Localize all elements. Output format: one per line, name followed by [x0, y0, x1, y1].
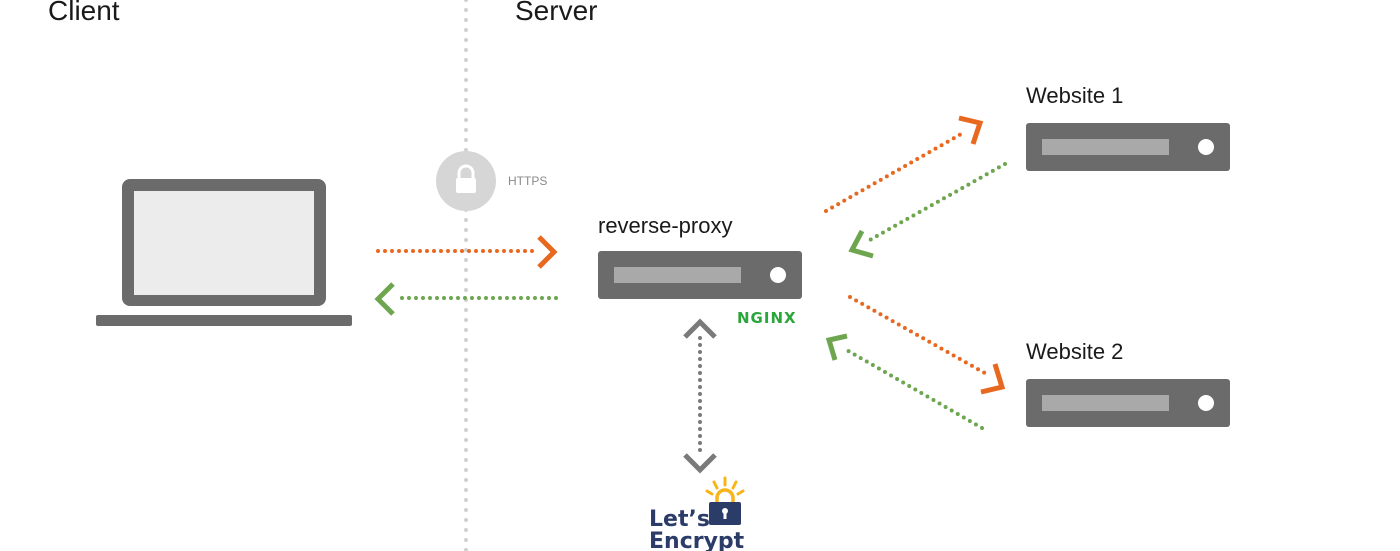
certificate-exchange-arrow: [683, 318, 717, 474]
nginx-logo: NGINX: [737, 309, 797, 327]
letsencrypt-logo: Let’s Encrypt: [649, 476, 745, 551]
website2-response-arrow: [825, 333, 984, 430]
website2-label: Website 2: [1026, 339, 1123, 364]
laptop-icon: [96, 179, 352, 326]
proxy-server-icon: [598, 251, 802, 299]
website2-request-arrow: [848, 295, 1006, 395]
website1-request-arrow: [824, 115, 984, 213]
padlock-icon: [436, 151, 496, 211]
client-request-arrow: [376, 235, 558, 269]
client-response-arrow: [374, 282, 558, 316]
website1-server-icon: [1026, 123, 1230, 171]
website1-label: Website 1: [1026, 83, 1123, 108]
client-heading: Client: [48, 0, 120, 26]
letsencrypt-wordmark-line2: Encrypt: [649, 529, 745, 551]
https-label: HTTPS: [508, 174, 547, 188]
letsencrypt-wordmark-line1: Let’s: [649, 507, 710, 532]
website2-server-icon: [1026, 379, 1230, 427]
server-heading: Server: [515, 0, 597, 26]
reverse-proxy-label: reverse-proxy: [598, 213, 732, 238]
website1-response-arrow: [848, 162, 1007, 259]
